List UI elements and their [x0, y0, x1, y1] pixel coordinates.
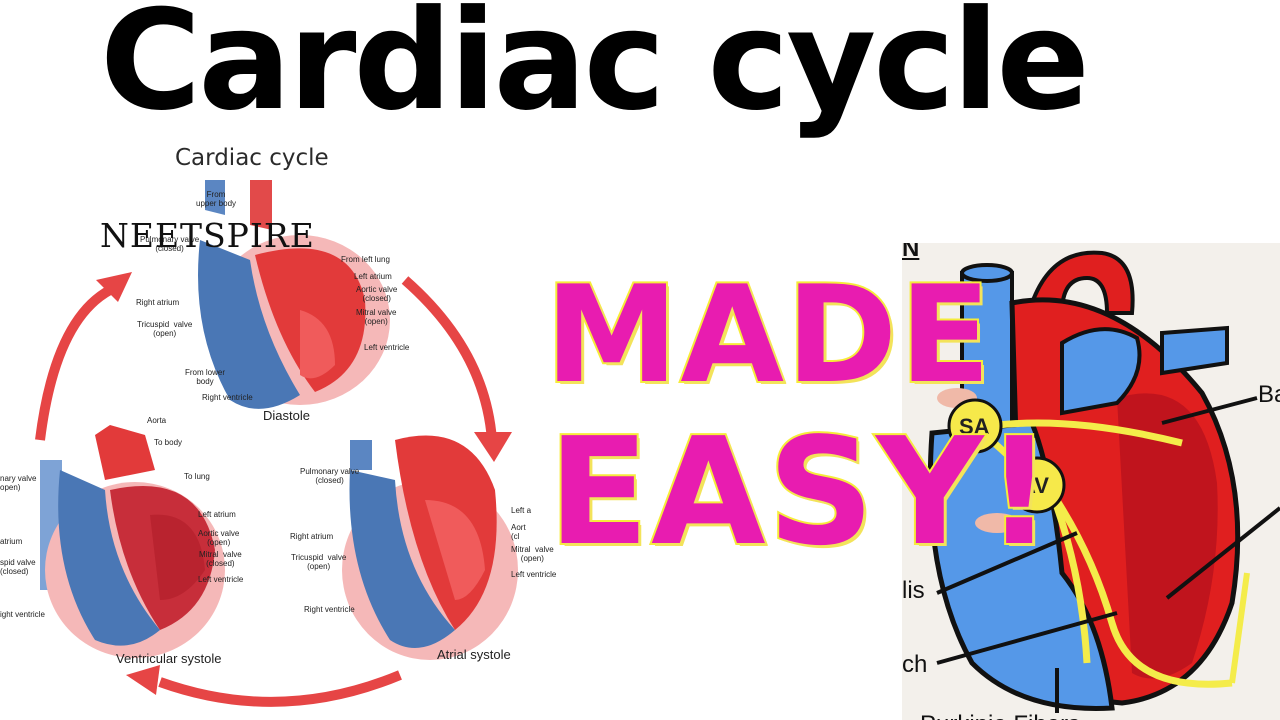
- corner-letter: N: [902, 243, 920, 262]
- label-right-ventricle-diastole: Right ventricle: [202, 393, 253, 402]
- label-mitral-valve-vs: Mitral valve (closed): [199, 550, 242, 569]
- label-left-atrium-as: Left a: [511, 506, 532, 515]
- label-tricuspid-valve-vs: spid valve (closed): [0, 558, 36, 577]
- label-tricuspid-valve-as: Tricuspid valve (open): [291, 553, 347, 572]
- label-right-atrium-vs: atrium: [0, 537, 23, 546]
- label-from-lower-body: From lower body: [185, 368, 226, 387]
- made-text: MADE: [543, 257, 993, 413]
- label-mitral-valve-diastole: Mitral valve (open): [356, 308, 397, 327]
- label-right-atrium-as: Right atrium: [290, 532, 334, 541]
- phase-atrial-systole: Atrial systole: [437, 647, 511, 662]
- label-left-ventricle-diastole: Left ventricle: [364, 343, 410, 352]
- label-left-ventricle-vs: Left ventricle: [198, 575, 244, 584]
- watermark: NEETSPIRE: [100, 216, 315, 255]
- label-left-ventricle-as: Left ventricle: [511, 570, 557, 579]
- label-left-atrium-vs: Left atrium: [198, 510, 236, 519]
- cycle-arrow-left: [35, 285, 113, 441]
- main-title: Cardiac cycle: [100, 0, 1090, 141]
- label-bundle-his: lis: [902, 577, 925, 604]
- label-aortic-valve-vs: Aortic valve (open): [198, 529, 240, 548]
- label-purkinje: Purkinje Fibers: [920, 711, 1080, 720]
- cardiac-cycle-diagram: [35, 180, 518, 707]
- cycle-arrow-right-head: [474, 432, 512, 462]
- label-pulmonary-valve-diastole: Pulmonary valve (closed): [140, 235, 200, 254]
- cycle-arrow-bottom-head: [126, 665, 160, 695]
- label-bundle-branch: ch: [902, 651, 928, 678]
- label-to-body: To body: [154, 438, 183, 447]
- label-aortic-valve-as: Aort (cl: [511, 523, 526, 542]
- label-left-atrium-diastole: Left atrium: [354, 272, 392, 281]
- easy-text: EASY!: [546, 406, 1055, 578]
- phase-ventricular-systole: Ventricular systole: [116, 651, 222, 666]
- sa-node-circle: [947, 398, 1003, 454]
- label-right-atrium-diastole: Right atrium: [136, 298, 180, 307]
- cycle-arrow-left-head: [96, 272, 132, 302]
- av-node-circle: [1008, 456, 1066, 514]
- phase-diastole: Diastole: [263, 408, 310, 423]
- heart-atrial-systole: [342, 435, 518, 660]
- label-pulmonary-valve-vs: nary valve open): [0, 474, 37, 493]
- conduction-system-panel: SA AV N Ba lis ch Purkinje Fibers: [902, 243, 1280, 720]
- label-pulmonary-valve-as: Pulmonary valve (closed): [300, 467, 360, 486]
- label-right-ventricle-as: Right ventricle: [304, 605, 355, 614]
- label-aorta: Aorta: [147, 416, 167, 425]
- diagram-subtitle: Cardiac cycle: [175, 145, 329, 171]
- av-node-label: AV: [1020, 473, 1049, 498]
- label-mitral-valve-as: Mitral valve (open): [511, 545, 554, 564]
- label-to-lung: To lung: [184, 472, 210, 481]
- label-right-ventricle-vs: ight ventricle: [0, 610, 45, 619]
- cycle-arrow-right: [401, 276, 497, 441]
- cycle-arrow-bottom: [158, 670, 402, 707]
- label-tricuspid-valve-diastole: Tricuspid valve (open): [137, 320, 193, 339]
- label-from-upper-body: From upper body: [196, 190, 237, 209]
- heart-diastole: [198, 180, 390, 409]
- label-bachmann: Ba: [1258, 381, 1280, 408]
- label-aortic-valve-diastole: Aortic valve (closed): [356, 285, 398, 304]
- label-from-left-lung: From left lung: [341, 255, 390, 264]
- sa-node-label: SA: [959, 414, 990, 439]
- heart-ventricular-systole: [40, 425, 225, 658]
- conduction-system-diagram: [927, 250, 1280, 713]
